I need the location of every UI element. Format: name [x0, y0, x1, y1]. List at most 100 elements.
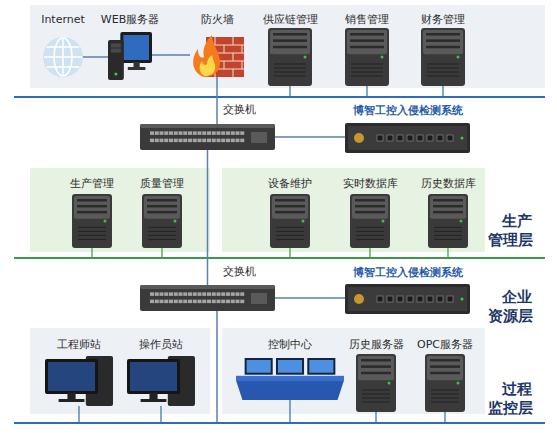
switch-port: [240, 292, 244, 296]
console-screen: [278, 360, 302, 373]
server-grille: [148, 235, 176, 236]
switch-port: [193, 292, 197, 296]
server-slot: [275, 199, 305, 202]
globe-parallel: [47, 66, 80, 68]
switch-port: [212, 139, 216, 143]
device-label: 博智工控入侵检测系统: [353, 103, 463, 117]
server-grille: [427, 63, 459, 64]
server-front: [358, 356, 394, 380]
server-slot: [77, 199, 107, 202]
network-link: [207, 150, 209, 285]
switch-port: [164, 139, 168, 143]
server-slot: [355, 199, 385, 202]
server-node: 供应链管理: [268, 28, 312, 86]
server-grille: [78, 235, 106, 236]
ids-logo: [354, 133, 364, 143]
server-node: 生产管理: [72, 194, 112, 248]
device-label: 交换机: [223, 265, 256, 279]
server-grille: [431, 393, 459, 394]
mortar-line: [233, 37, 234, 45]
ids-port: [397, 135, 403, 141]
server-slot: [430, 372, 460, 375]
switch-port: [226, 131, 230, 135]
server-led: [457, 382, 460, 385]
switch-port: [231, 131, 235, 135]
device-label: 工程师站: [57, 338, 101, 352]
switch-port: [164, 131, 168, 135]
trunk-wire: [216, 311, 218, 423]
server-front: [430, 196, 466, 219]
server-grille: [434, 231, 462, 232]
server-body: [270, 194, 310, 248]
server-icon: [425, 354, 465, 412]
switch-port: [198, 131, 202, 135]
switch-port: [212, 292, 216, 296]
console-screen: [247, 360, 271, 373]
switch-icon: [140, 285, 275, 311]
device-label: 实时数据库: [343, 177, 398, 191]
ids-port: [377, 296, 383, 302]
server-node: OPC服务器: [425, 354, 465, 412]
server-icon: [350, 194, 390, 248]
switch-port: [169, 131, 173, 135]
server-front: [270, 30, 310, 54]
monitor-screen: [123, 35, 149, 60]
server-body: [421, 28, 465, 86]
ids-port: [407, 135, 413, 141]
switch-node: 交换机: [140, 285, 275, 311]
switch-port: [202, 139, 206, 143]
server-slot: [273, 39, 307, 42]
mortar-line: [233, 69, 234, 77]
server-front: [144, 196, 180, 219]
switch-icon: [140, 124, 275, 150]
ids-node: 博智工控入侵检测系统: [345, 121, 470, 155]
layer-panel: [222, 328, 485, 414]
server-grille: [274, 63, 306, 64]
server-grille: [78, 231, 106, 232]
switch-port: [183, 131, 187, 135]
switch-port: [217, 300, 221, 304]
server-node: 销售管理: [345, 28, 389, 86]
server-body: [72, 194, 112, 248]
monitor-frame: [45, 359, 98, 394]
ids-led: [461, 298, 464, 301]
web-server-node: WEB服务器: [108, 30, 152, 80]
ids-port: [377, 135, 383, 141]
server-grille: [356, 239, 384, 240]
device-label: WEB服务器: [101, 13, 159, 27]
drop-wire: [369, 248, 370, 258]
switch-port: [188, 139, 192, 143]
server-icon: [428, 194, 468, 248]
switch-top: [140, 285, 275, 289]
server-led: [302, 220, 305, 223]
server-grille: [78, 227, 106, 228]
server-grille: [362, 389, 390, 390]
monitor-frame: [120, 32, 152, 63]
network-link: [83, 56, 108, 58]
workstation-node: 工程师站: [45, 356, 113, 406]
switch-port: [160, 300, 164, 304]
layer-panel: InternetWEB服务器防火墙供应链管理销售管理财务管理企业资源层: [30, 5, 545, 88]
switch-port: [188, 292, 192, 296]
device-label: 供应链管理: [263, 13, 318, 27]
switch-port: [155, 131, 159, 135]
drop-wire: [444, 412, 445, 423]
switch-port: [231, 292, 235, 296]
server-slot: [77, 205, 107, 208]
device-label: Internet: [41, 13, 85, 27]
drive-bay: [111, 44, 121, 48]
drop-wire: [160, 406, 161, 423]
switch-port: [207, 131, 211, 135]
ids-led: [461, 137, 464, 140]
ids-port: [427, 135, 433, 141]
server-front: [427, 356, 463, 380]
server-grille: [434, 227, 462, 228]
server-grille: [351, 75, 383, 76]
server-grille: [356, 231, 384, 232]
drop-wire: [447, 248, 448, 258]
server-slot: [430, 365, 460, 368]
ids-port: [407, 296, 413, 302]
server-led: [388, 382, 391, 385]
server-grille: [148, 239, 176, 240]
